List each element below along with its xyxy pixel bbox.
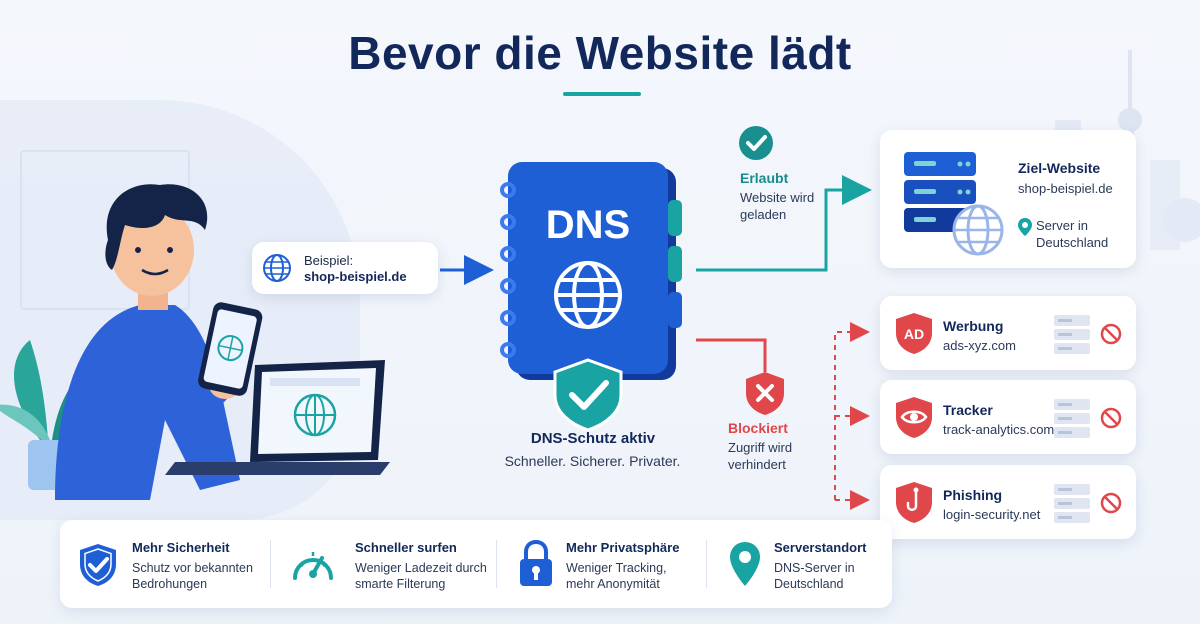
prohibited-icon — [1100, 492, 1122, 514]
blocked-item-ads: AD Werbung ads-xyz.com — [880, 296, 1136, 370]
dns-status-label: DNS-Schutz aktiv — [530, 430, 656, 447]
location-pin-icon — [730, 542, 760, 586]
laptop-icon — [165, 360, 390, 475]
dns-tagline: Schneller. Sicherer. Privater. — [504, 453, 681, 469]
feature-description: Weniger Tracking, mehr Anonymität — [566, 561, 667, 591]
smartphone-icon — [198, 302, 263, 396]
globe-icon — [263, 254, 291, 282]
blocked-item-phishing: Phishing login-security.net — [880, 465, 1136, 539]
feature-security: Mehr Sicherheit Schutz vor bekannten Bed… — [60, 520, 270, 608]
server-icon — [904, 152, 1004, 256]
title-underline — [563, 92, 641, 96]
feature-title: Mehr Privatsphäre — [566, 540, 680, 555]
blocked-item-title: Tracker — [943, 402, 993, 418]
example-label: Beispiel: — [304, 253, 354, 268]
feature-location: Serverstandort DNS-Server in Deutschland — [716, 520, 892, 608]
features-bar: Mehr Sicherheit Schutz vor bekannten Bed… — [60, 520, 892, 608]
person-illustration — [0, 184, 390, 500]
blocked-description: Zugriff wird verhindert — [728, 440, 793, 472]
blocked-item-domain: track-analytics.com — [943, 422, 1055, 437]
feature-privacy: Mehr Privatsphäre Weniger Tracking, mehr… — [506, 520, 706, 608]
arrow-allowed — [696, 175, 872, 272]
server-stack-icon — [1054, 315, 1090, 354]
blocked-item-domain: login-security.net — [943, 507, 1041, 522]
example-domain: shop-beispiel.de — [304, 269, 407, 284]
feature-description: Schutz vor bekannten Bedrohungen — [132, 561, 253, 591]
blocked-item-domain: ads-xyz.com — [943, 338, 1016, 353]
allowed-title: Erlaubt — [740, 170, 789, 186]
dns-book-icon: DNS — [500, 162, 682, 430]
target-domain: shop-beispiel.de — [1018, 181, 1113, 196]
target-title: Ziel-Website — [1018, 160, 1101, 176]
prohibited-icon — [1100, 323, 1122, 345]
allowed-description: Website wird geladen — [740, 190, 815, 222]
ad-shield-icon: AD — [896, 313, 932, 354]
prohibited-icon — [1100, 407, 1122, 429]
speedometer-icon — [293, 552, 333, 580]
feature-divider — [496, 540, 497, 588]
feature-description: Weniger Ladezeit durch smarte Filterung — [355, 561, 487, 591]
feature-title: Schneller surfen — [355, 540, 457, 555]
feature-description: DNS-Server in Deutschland — [774, 561, 855, 591]
ad-badge-label: AD — [904, 326, 924, 342]
feature-speed: Schneller surfen Weniger Ladezeit durch … — [280, 520, 495, 608]
blocked-shield-icon — [746, 372, 784, 415]
target-location: Server in Deutschland — [1036, 218, 1109, 250]
server-stack-icon — [1054, 399, 1090, 438]
eye-shield-icon — [896, 397, 932, 438]
shield-icon — [553, 358, 623, 430]
feature-divider — [706, 540, 707, 588]
feature-title: Mehr Sicherheit — [132, 540, 230, 555]
arrow-blocked — [696, 338, 767, 372]
target-website-card: Ziel-Website shop-beispiel.de Server in … — [880, 130, 1136, 268]
blocked-item-title: Phishing — [943, 487, 1003, 503]
hook-shield-icon — [896, 482, 932, 523]
server-stack-icon — [1054, 484, 1090, 523]
blocked-title: Blockiert — [728, 420, 788, 436]
example-domain-card: Beispiel: shop-beispiel.de — [252, 242, 438, 294]
dns-book-label: DNS — [546, 203, 630, 247]
shield-check-icon — [80, 544, 116, 586]
feature-title: Serverstandort — [774, 540, 867, 555]
padlock-icon — [520, 540, 552, 586]
location-pin-icon — [1018, 218, 1032, 236]
blocked-item-title: Werbung — [943, 318, 1004, 334]
feature-divider — [270, 540, 271, 588]
blocked-item-tracker: Tracker track-analytics.com — [880, 380, 1136, 454]
check-circle-icon — [739, 126, 773, 160]
page-title: Bevor die Website lädt — [348, 27, 852, 79]
